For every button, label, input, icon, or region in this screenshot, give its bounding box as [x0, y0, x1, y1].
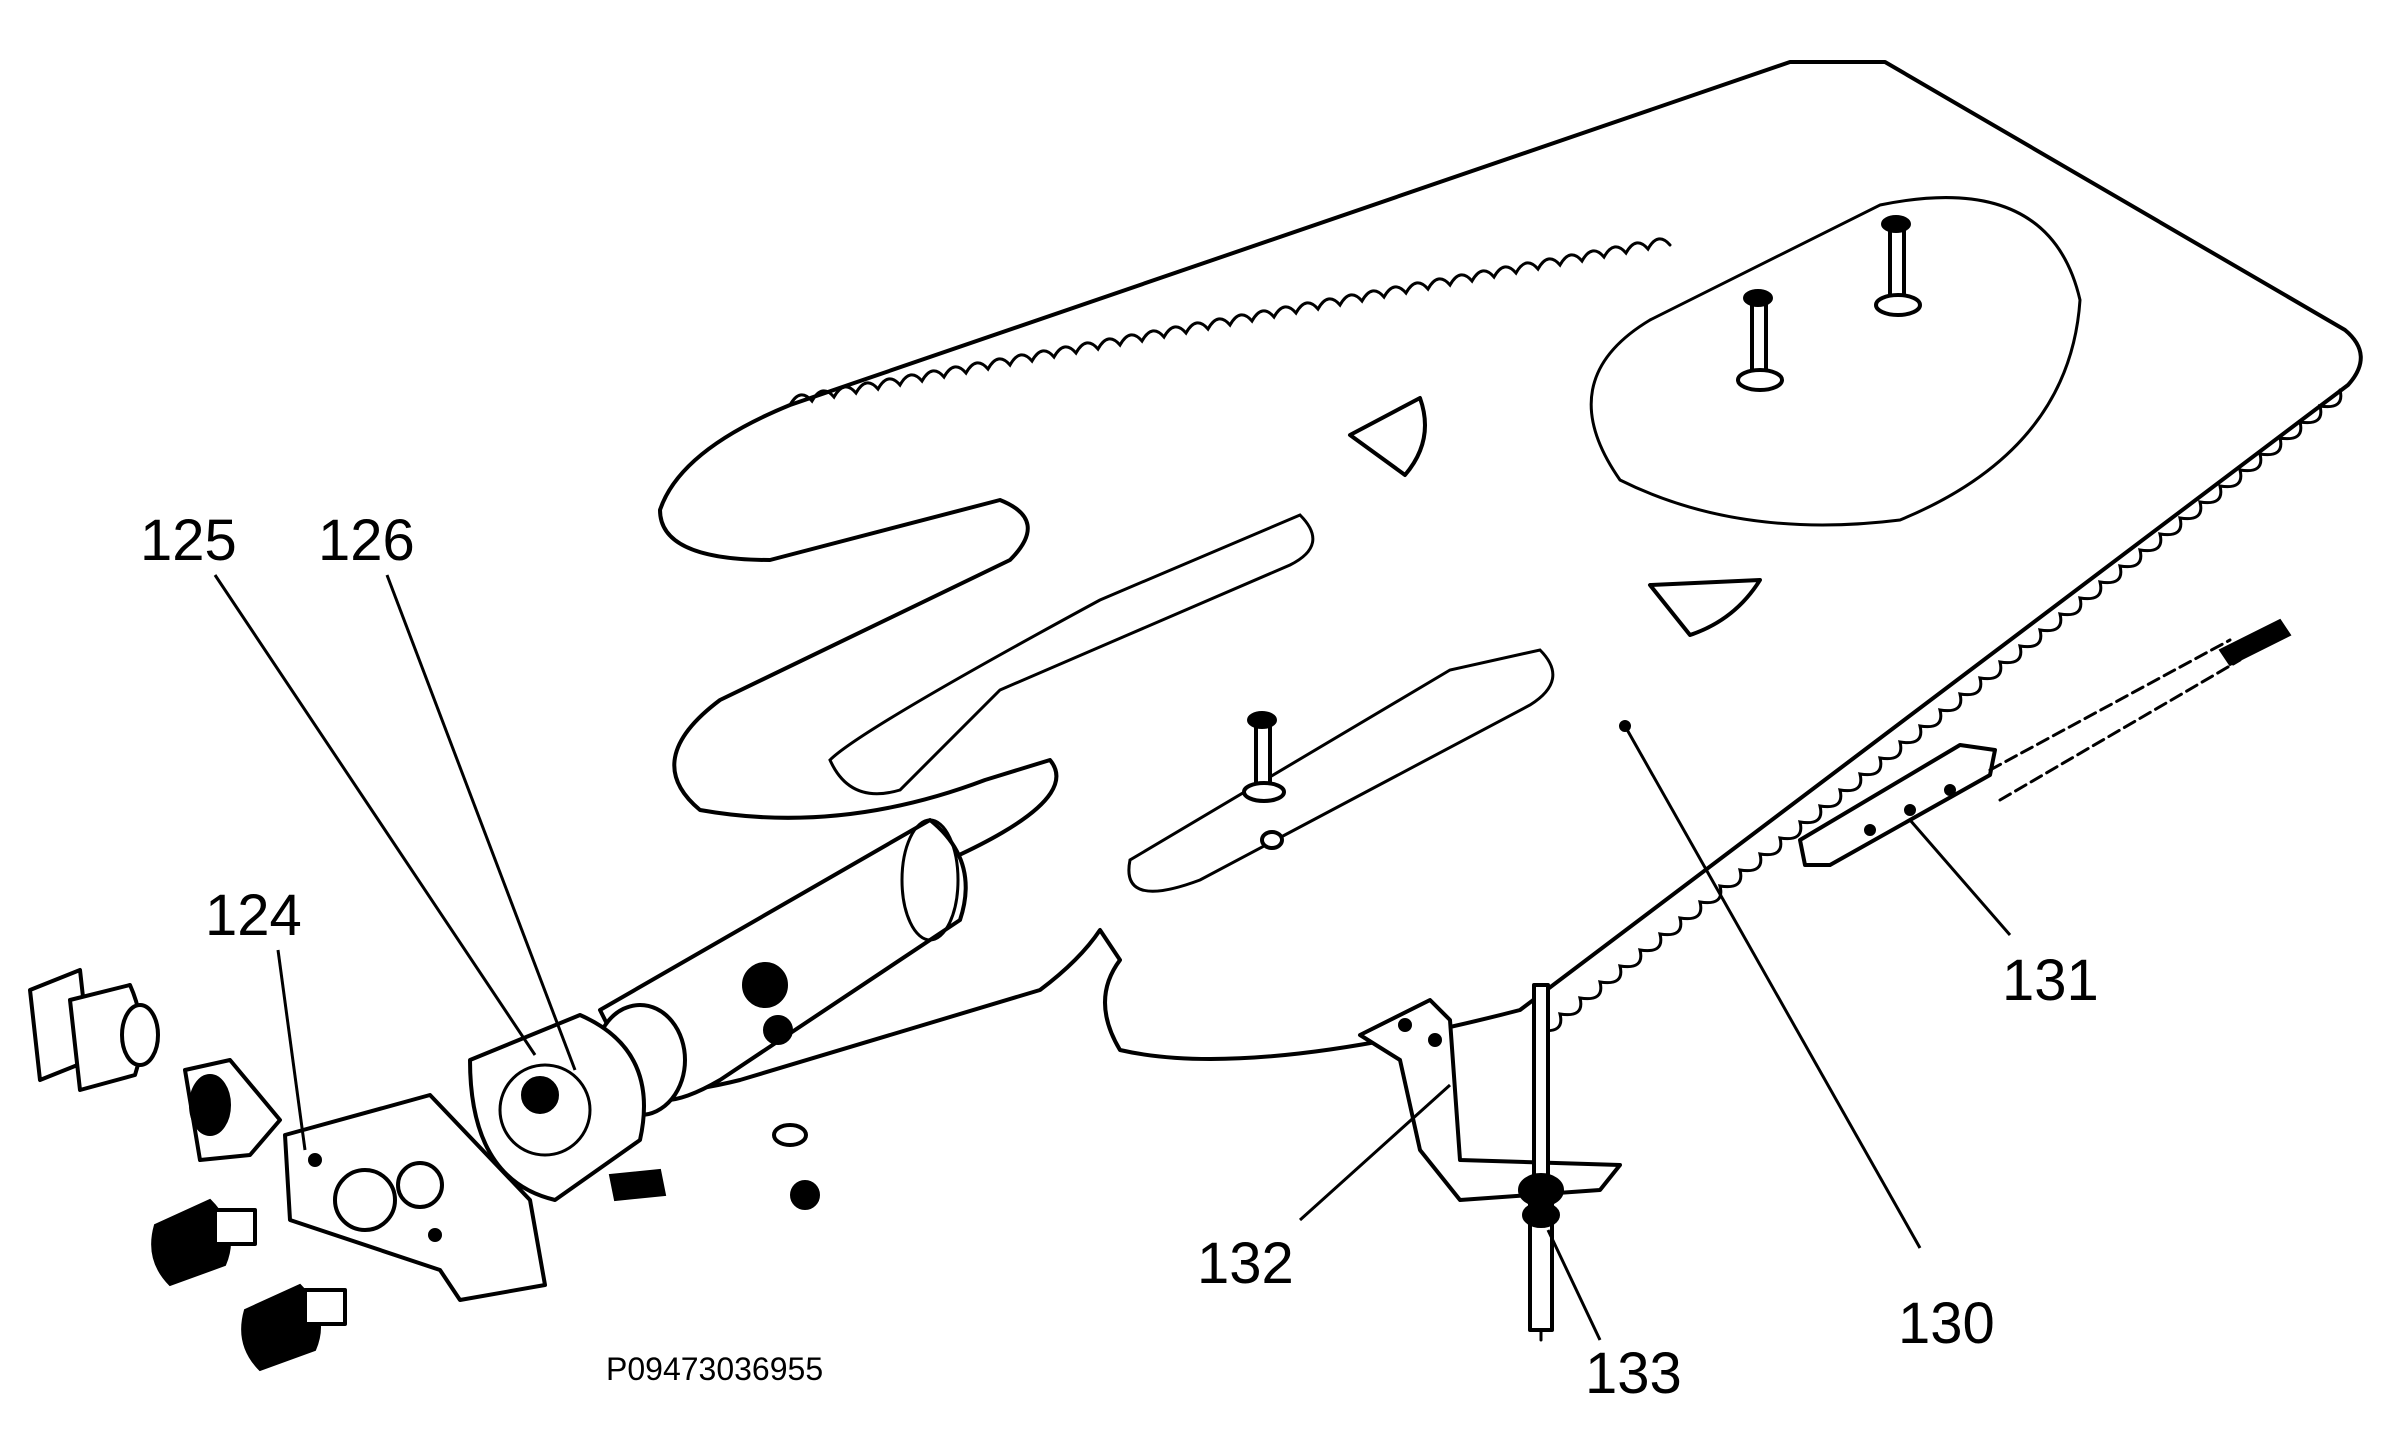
burner-tab-upper [1348, 396, 1427, 477]
air-shutter [468, 1013, 667, 1202]
leader-130 [1623, 725, 1922, 1249]
burner-ports-bottom [1538, 388, 2343, 1033]
electrode-bracket-132 [1358, 998, 1622, 1202]
callout-125: 125 [140, 508, 237, 573]
bolt-lower [241, 1283, 347, 1372]
mounting-bracket [283, 1093, 547, 1302]
callout-133: 133 [1585, 1341, 1682, 1406]
leader-132 [1298, 1083, 1452, 1222]
callout-124: 124 [205, 883, 302, 948]
loose-screws-middle [772, 1123, 820, 1210]
leader-131 [1908, 819, 2012, 936]
burner-oval-plate [1589, 196, 2082, 527]
plate-screw-left [1736, 289, 1784, 392]
leader-125 [213, 574, 537, 1056]
electrode-133 [1518, 983, 1564, 1342]
callout-132: 132 [1197, 1231, 1294, 1296]
igniter-bracket-131 [1798, 618, 2292, 867]
center-screw [1242, 711, 1286, 850]
burner-slot-lower [1127, 648, 1555, 893]
gas-valve-fitting [28, 968, 282, 1162]
burner-assembly [603, 60, 2363, 1094]
leader-126 [385, 574, 577, 1071]
callout-130: 130 [1898, 1291, 1995, 1356]
bolt-upper [151, 1198, 257, 1287]
leader-133 [1546, 1229, 1602, 1341]
reference-code: P09473036955 [606, 1351, 823, 1387]
callout-131: 131 [2002, 948, 2099, 1013]
leader-124 [276, 949, 307, 1151]
callout-126: 126 [318, 508, 415, 573]
burner-tab-lower [1648, 578, 1762, 637]
burner-ports-top [788, 237, 1672, 407]
burner-slot-upper [828, 513, 1315, 796]
plate-screw-right [1874, 215, 1922, 317]
